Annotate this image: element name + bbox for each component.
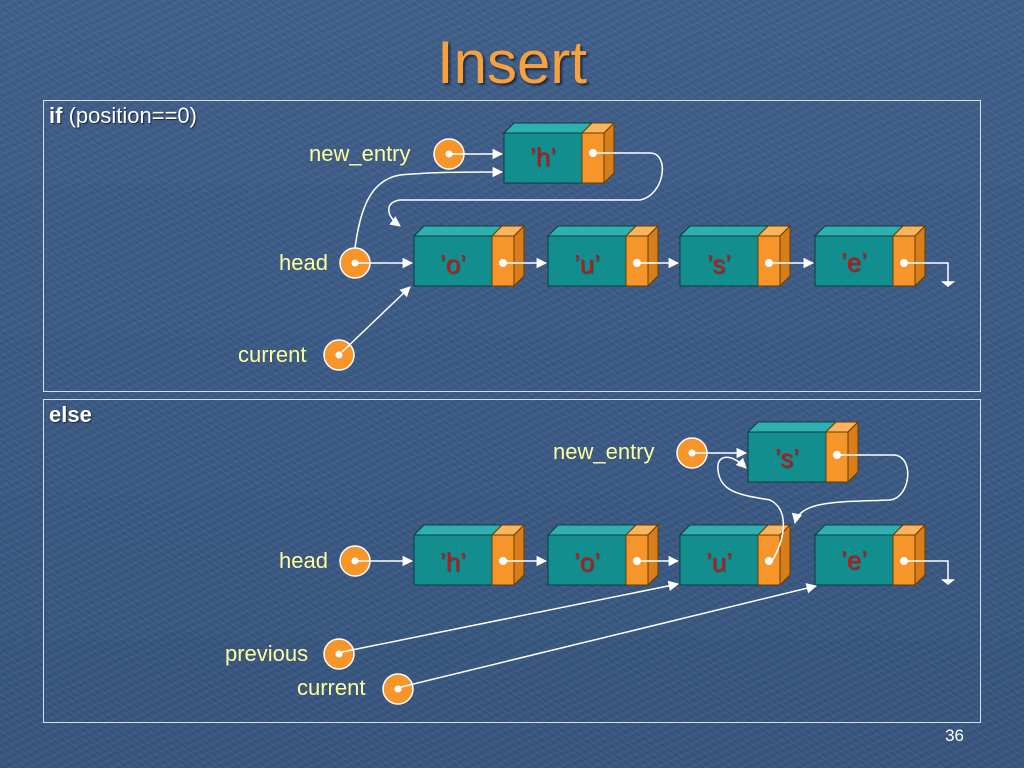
if-condition-label: if (position==0) <box>49 103 197 129</box>
if-node-0 <box>412 224 526 288</box>
if-current-label: current <box>238 342 307 367</box>
if-new-node <box>502 121 616 185</box>
if-head-label: head <box>279 250 328 275</box>
page-number: 36 <box>945 726 964 745</box>
else-label: else <box>49 402 92 428</box>
else-current-pointer <box>382 673 414 705</box>
if-node-value-2: ’s’ <box>706 249 732 279</box>
else-head-label: head <box>279 548 328 573</box>
else-keyword: else <box>49 402 92 427</box>
else-node-0 <box>412 523 526 587</box>
if-keyword: if <box>49 103 63 128</box>
else-node-3 <box>813 523 927 587</box>
else-current-label: current <box>297 675 366 700</box>
if-new-node-value: ’h’ <box>529 142 556 172</box>
else-arrows <box>341 447 956 688</box>
slide-title: Insert <box>436 29 588 96</box>
if-node-value-3: ’e’ <box>840 247 867 277</box>
else-new-entry-label: new_entry <box>553 439 655 464</box>
if-node-1 <box>546 224 660 288</box>
else-node-1 <box>546 523 660 587</box>
if-panel <box>43 100 981 392</box>
if-arrows <box>341 148 956 353</box>
else-previous-label: previous <box>225 641 309 666</box>
if-new-entry-pointer <box>433 138 465 170</box>
if-node-3 <box>813 224 927 288</box>
else-node-value-2: ’u’ <box>705 547 732 577</box>
else-node-value-1: ’o’ <box>573 547 600 577</box>
else-node-value-0: ’h’ <box>439 547 466 577</box>
if-new-entry-label: new_entry <box>309 141 411 166</box>
else-previous-pointer <box>323 638 355 670</box>
if-condition: (position==0) <box>62 103 197 128</box>
else-panel <box>43 399 981 723</box>
else-node-value-3: ’e’ <box>840 545 867 575</box>
if-node-value-0: ’o’ <box>439 249 466 279</box>
if-node-value-1: ’u’ <box>573 249 600 279</box>
else-node-2 <box>678 523 792 587</box>
else-new-node <box>746 420 860 484</box>
if-node-2 <box>678 224 792 288</box>
else-new-node-value: ’s’ <box>774 443 800 473</box>
